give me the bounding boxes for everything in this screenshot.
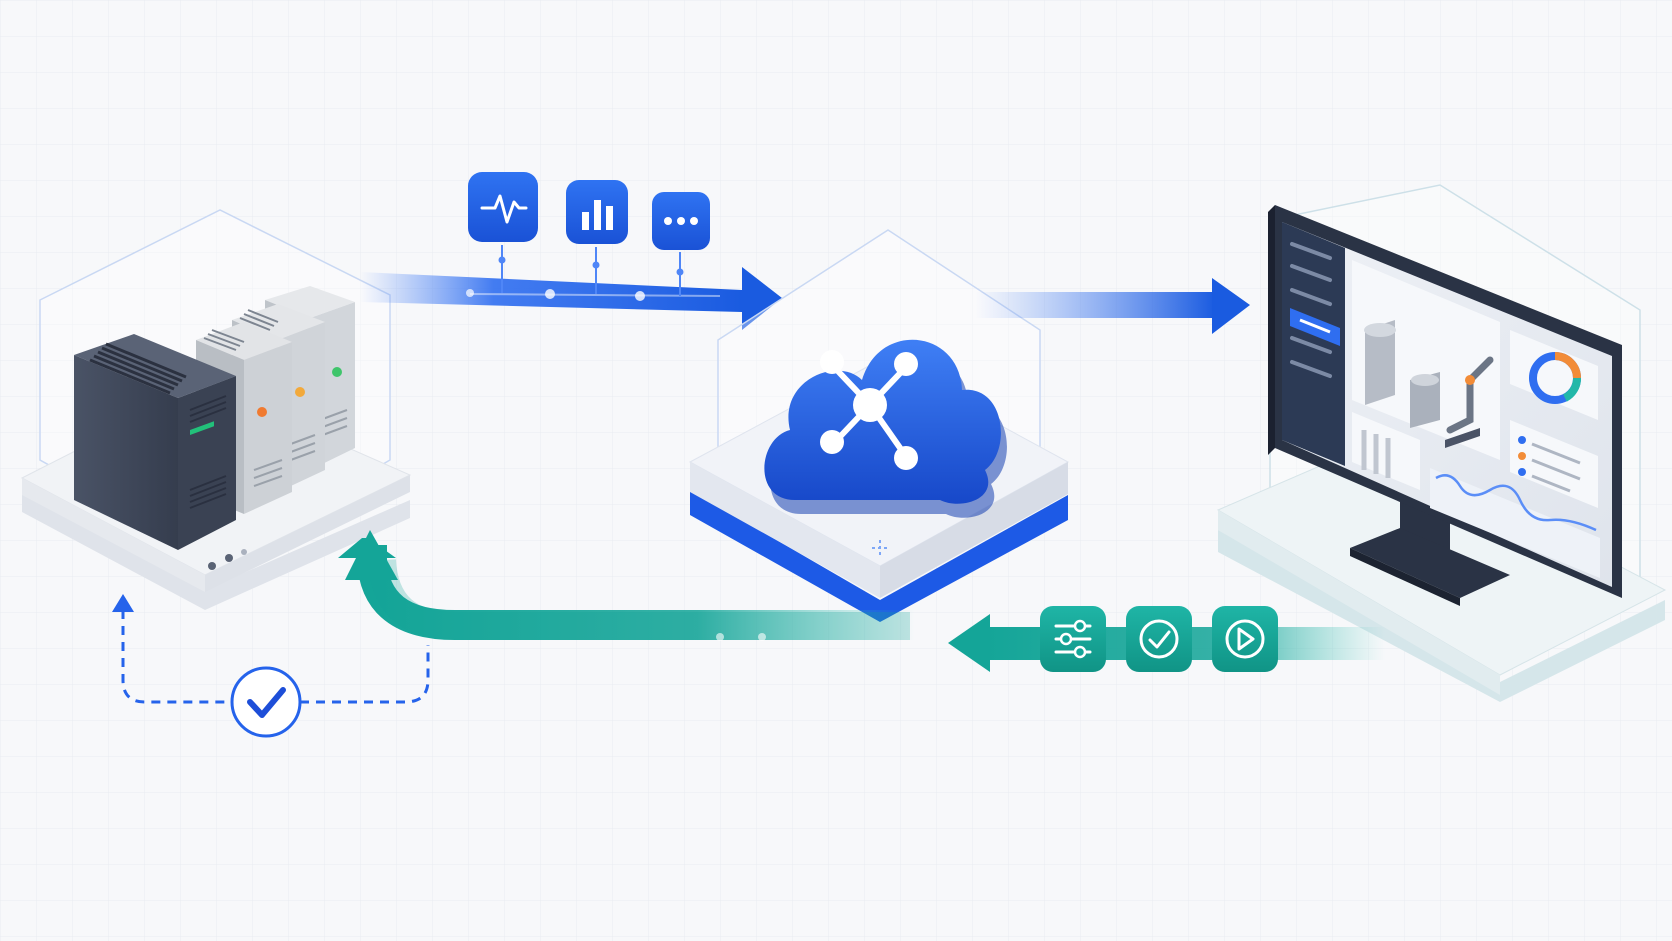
check-badge-icon[interactable] (230, 666, 302, 738)
data-flow-to-dashboard (975, 278, 1250, 334)
flow-arrowhead (1212, 278, 1250, 334)
flow-arrowhead (742, 267, 782, 330)
cloud-network-icon (764, 339, 1007, 518)
cloud-hub-node[interactable] (688, 229, 1070, 622)
server-rack-node[interactable] (20, 209, 412, 610)
check-circle-icon[interactable] (1126, 606, 1192, 672)
verification-arrowhead (112, 594, 134, 612)
flow-arrow-shaft (975, 292, 1215, 318)
more-dots-icon[interactable] (652, 192, 710, 250)
bar-chart-icon[interactable] (566, 180, 628, 244)
main-server (74, 334, 236, 550)
monitor-dashboard-icon (1268, 205, 1622, 606)
server-units (196, 286, 355, 514)
sliders-icon[interactable] (1040, 606, 1106, 672)
data-flow-to-cloud (360, 245, 782, 330)
pulse-icon[interactable] (468, 172, 538, 242)
play-circle-icon[interactable] (1212, 606, 1278, 672)
dashboard-monitor-node[interactable] (1216, 184, 1667, 702)
status-light (208, 562, 216, 570)
flow-arrowhead (948, 614, 990, 672)
return-arrowhead (345, 530, 398, 580)
verification-loop (112, 594, 430, 704)
